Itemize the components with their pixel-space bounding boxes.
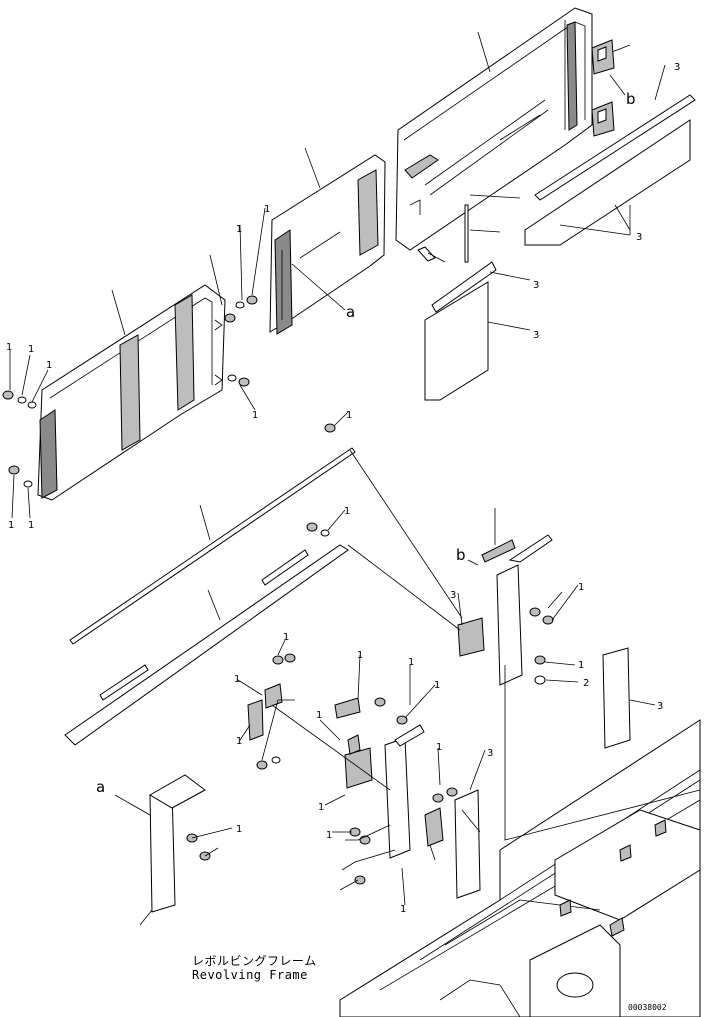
item-number: 1	[318, 802, 324, 813]
item-number: 1	[578, 582, 584, 593]
callout-a-top: a	[346, 303, 355, 321]
callout-b-mid: b	[456, 546, 466, 564]
item-number: 1	[264, 204, 270, 215]
long-rail-lower	[65, 523, 348, 745]
item-number: 1	[6, 342, 12, 353]
drawing-number: 00038002	[628, 1003, 667, 1012]
leader-lines	[10, 32, 700, 925]
item-number: 1	[578, 660, 584, 671]
post-center	[335, 698, 457, 884]
item-number: 3	[533, 280, 539, 291]
callout-a-bottom: a	[96, 778, 105, 796]
item-number: 1	[252, 410, 258, 421]
item-number: 1	[234, 674, 240, 685]
item-number: 3	[450, 590, 456, 601]
item-number: 1	[400, 904, 406, 915]
caption-japanese: レボルビングフレーム	[192, 954, 317, 968]
item-number: 1	[236, 824, 242, 835]
callout-b-top: b	[626, 90, 636, 108]
cover-panel-middle	[270, 155, 385, 334]
item-number: 1	[236, 736, 242, 747]
item-number: 1	[436, 742, 442, 753]
item-number: 1	[346, 410, 352, 421]
item-number: 3	[636, 232, 642, 243]
seal-block-right	[603, 648, 630, 748]
cover-panel-left	[38, 285, 225, 500]
item-number: 2	[583, 678, 589, 689]
item-number: 1	[8, 520, 14, 531]
item-number: 3	[487, 748, 493, 759]
item-number: 1	[28, 520, 34, 531]
item-number: 1	[236, 224, 242, 235]
cover-panel-top-right	[396, 8, 592, 250]
bracket-cluster-center	[248, 654, 295, 769]
revolving-frame	[340, 720, 700, 1017]
item-number: 3	[674, 62, 680, 73]
post-lower-left	[150, 775, 210, 912]
item-number: 1	[344, 506, 350, 517]
bracket-pair-top	[592, 40, 614, 136]
item-number: 3	[533, 330, 539, 341]
item-number: 1	[46, 360, 52, 371]
item-number: 1	[357, 650, 363, 661]
item-number: 1	[283, 632, 289, 643]
seal-block-middle	[418, 205, 496, 400]
item-number: 1	[28, 344, 34, 355]
seal-block-lower	[455, 790, 480, 898]
item-number: 1	[326, 830, 332, 841]
item-number: 1	[408, 657, 414, 668]
seal-strip-upper-right	[525, 95, 695, 245]
item-number: 1	[434, 680, 440, 691]
item-number: 3	[657, 701, 663, 712]
post-right-upper	[458, 535, 553, 685]
bolt-cluster-left	[3, 296, 335, 487]
long-rail-upper	[70, 448, 355, 644]
item-number: 1	[316, 710, 322, 721]
caption-english: Revolving Frame	[192, 968, 308, 982]
